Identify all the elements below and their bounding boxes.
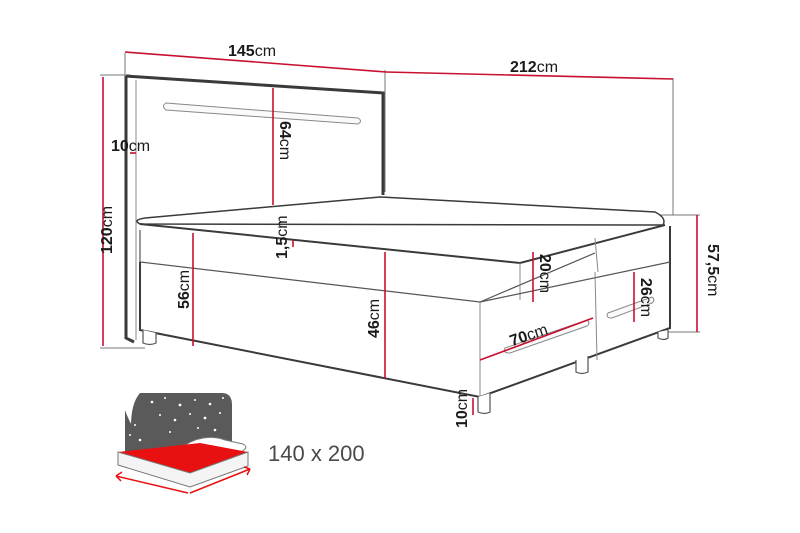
label-drawer-height: 26cm — [637, 278, 654, 318]
label-base-height-front: 56cm — [176, 269, 193, 309]
label-total-length: 212cm — [510, 59, 559, 76]
headboard — [124, 74, 385, 344]
label-base-height-side: 46cm — [366, 298, 383, 338]
bed-size-icon — [115, 393, 251, 494]
label-total-side-height: 57,5cm — [704, 244, 721, 297]
drawer-handle — [606, 296, 655, 319]
label-headboard-thickness: 10cm — [111, 138, 151, 155]
mattress — [136, 196, 666, 303]
mattress-size-label: 140 x 200 — [268, 441, 365, 466]
dimension-lines — [102, 51, 698, 415]
legs — [142, 330, 669, 415]
label-headboard-height: 120cm — [99, 205, 116, 254]
label-headboard-above-mattress: 64cm — [276, 121, 293, 161]
headboard-light-strip — [163, 102, 361, 125]
extension-lines — [100, 53, 700, 349]
label-leg-height: 10cm — [454, 388, 471, 428]
label-headboard-width: 145cm — [228, 43, 277, 60]
label-topper-thickness: 1,5cm — [274, 215, 291, 259]
label-mattress-height: 20cm — [536, 254, 553, 294]
